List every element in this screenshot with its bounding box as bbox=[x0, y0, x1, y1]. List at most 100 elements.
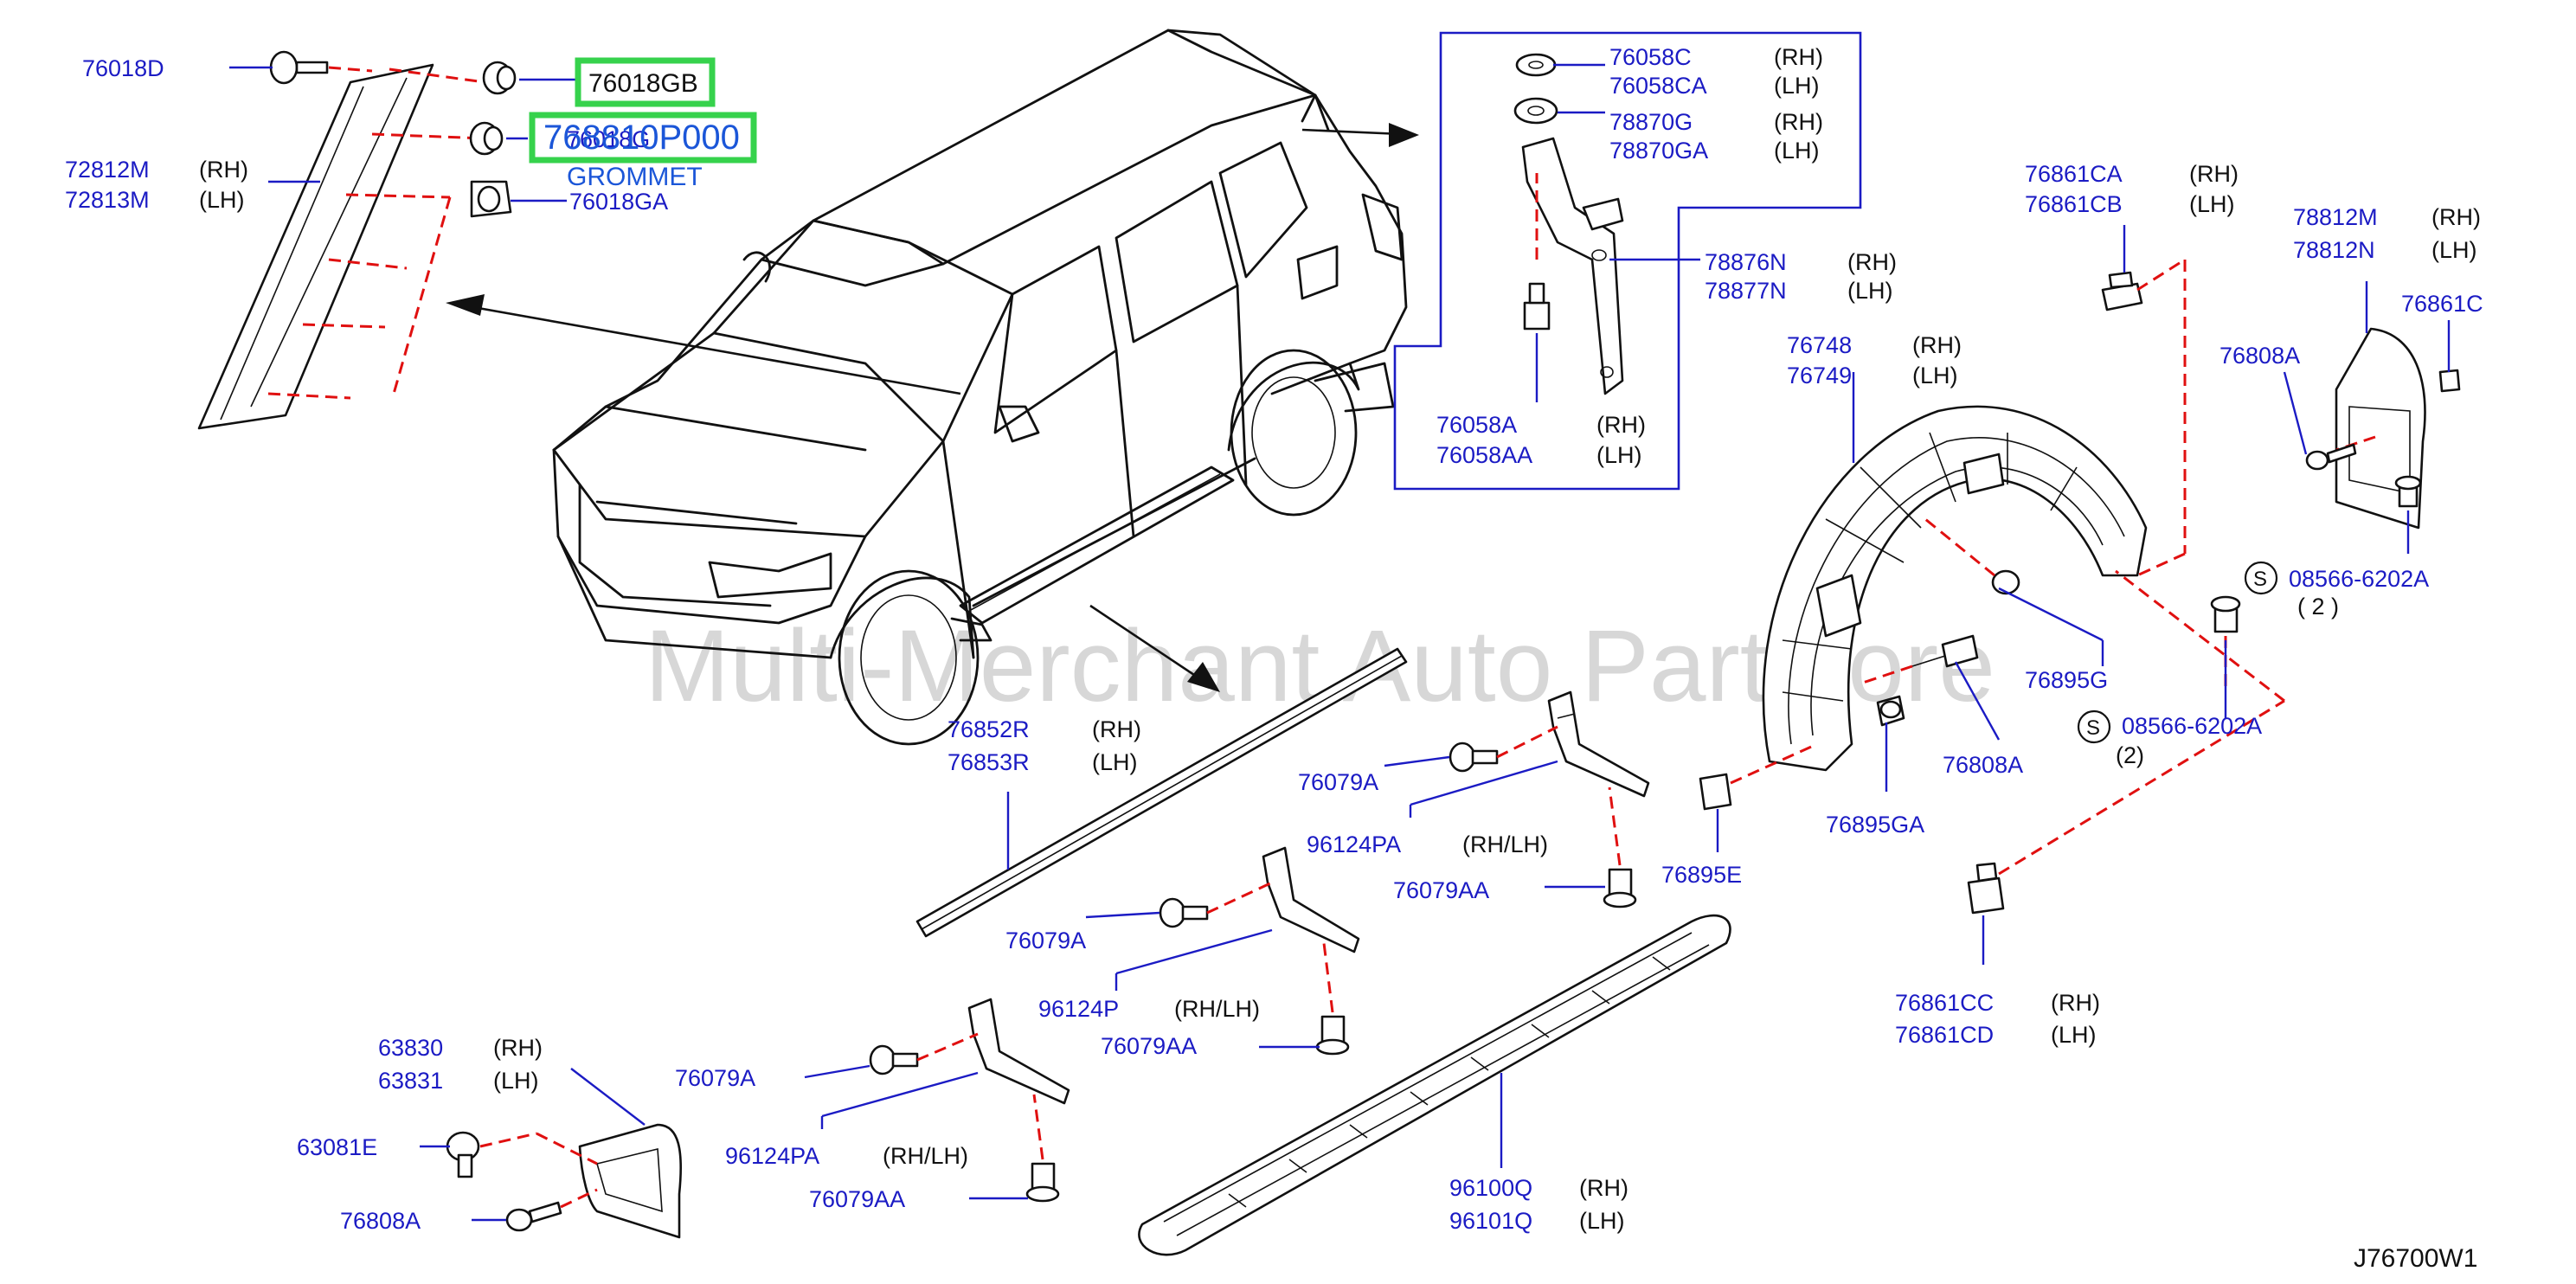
label-76808A-right: 76808A bbox=[2219, 343, 2300, 369]
label-76861C: 76861C bbox=[2401, 291, 2483, 317]
suffix-rh: (RH) bbox=[1092, 716, 1141, 742]
suffix-rhlh: (RH/LH) bbox=[1462, 831, 1548, 857]
suffix-rh: (RH) bbox=[1774, 44, 1823, 70]
label-96100Q: 96100Q bbox=[1449, 1175, 1532, 1201]
label-76895G: 76895G bbox=[2025, 667, 2108, 693]
label-76018G: 76018G bbox=[567, 126, 650, 152]
label-76749: 76749 bbox=[1787, 363, 1852, 388]
suffix-lh: (LH) bbox=[1774, 138, 1820, 164]
label-72813M: 72813M bbox=[65, 187, 150, 213]
mud-flap-78812M bbox=[2335, 327, 2461, 530]
label-78870GA: 78870GA bbox=[1609, 138, 1708, 164]
inset-box-bracket bbox=[1393, 31, 1862, 491]
label-78812N: 78812N bbox=[2293, 237, 2375, 263]
suffix-lh: (LH) bbox=[2051, 1022, 2097, 1048]
label-76853R: 76853R bbox=[948, 749, 1030, 775]
suffix-rh: (RH) bbox=[2051, 990, 2100, 1016]
fender-protector-76748 bbox=[1762, 405, 2148, 772]
screw-76808A-mid bbox=[1860, 634, 1979, 685]
suffix-lh: (LH) bbox=[1092, 749, 1138, 775]
label-96124PA-1: 96124PA bbox=[1307, 831, 1401, 857]
suffix-rh: (RH) bbox=[493, 1035, 543, 1061]
label-76079AA-1: 76079AA bbox=[1393, 877, 1489, 903]
label-72812M: 72812M bbox=[65, 157, 150, 183]
label-76861CB: 76861CB bbox=[2025, 191, 2123, 217]
label-63831: 63831 bbox=[378, 1068, 443, 1094]
suffix-rh: (RH) bbox=[1912, 332, 1962, 358]
suffix-lh: (LH) bbox=[199, 187, 245, 213]
label-76018GB[interactable]: 76018GB bbox=[588, 69, 698, 98]
label-grommet: GROMMET bbox=[567, 163, 703, 191]
label-78870G: 78870G bbox=[1609, 109, 1693, 135]
label-76895E: 76895E bbox=[1661, 862, 1742, 888]
label-76861CC: 76861CC bbox=[1895, 990, 1994, 1016]
label-76079A-2: 76079A bbox=[1005, 928, 1086, 953]
highlight-box-768810P000 bbox=[529, 112, 757, 164]
label-76808A-left: 76808A bbox=[340, 1208, 421, 1234]
label-63081E: 63081E bbox=[297, 1134, 377, 1160]
label-76852R: 76852R bbox=[948, 716, 1030, 742]
suffix-rhlh: (RH/LH) bbox=[883, 1143, 968, 1169]
label-78812M: 78812M bbox=[2293, 204, 2378, 230]
qty-2-a: ( 2 ) bbox=[2297, 594, 2339, 620]
label-63830: 63830 bbox=[378, 1035, 443, 1061]
label-76018D: 76018D bbox=[82, 55, 164, 81]
suffix-rhlh: (RH/LH) bbox=[1174, 996, 1260, 1022]
label-08566-6202A-b: 08566-6202A bbox=[2122, 713, 2262, 739]
label-76058AA: 76058AA bbox=[1436, 442, 1532, 468]
clip-76861CC bbox=[1967, 569, 2285, 915]
suffix-rh: (RH) bbox=[2431, 204, 2481, 230]
label-76861CA: 76861CA bbox=[2025, 161, 2123, 187]
label-76861CD: 76861CD bbox=[1895, 1022, 1994, 1048]
moulding-76852R bbox=[915, 647, 1408, 938]
label-76058CA: 76058CA bbox=[1609, 73, 1707, 99]
suffix-rh: (RH) bbox=[1579, 1175, 1628, 1201]
label-76079A-3: 76079A bbox=[675, 1065, 755, 1091]
label-96124P: 96124P bbox=[1038, 996, 1119, 1022]
clip-76895E bbox=[1699, 742, 1818, 811]
label-768810P000[interactable]: 768810P000 bbox=[543, 119, 740, 157]
symbol-s-circle bbox=[2244, 561, 2278, 595]
vehicle-illustration bbox=[552, 29, 1408, 746]
running-board-96100Q bbox=[1138, 914, 1731, 1256]
suffix-rh: (RH) bbox=[199, 157, 248, 183]
step-bracket-96124P bbox=[1159, 846, 1360, 1056]
pointer-arrows bbox=[446, 123, 1419, 692]
suffix-rh: (RH) bbox=[1847, 249, 1897, 275]
suffix-rh: (RH) bbox=[1596, 412, 1646, 438]
suffix-lh: (LH) bbox=[2189, 191, 2235, 217]
suffix-lh: (LH) bbox=[1774, 73, 1820, 99]
step-bracket-96124PA-2 bbox=[869, 998, 1070, 1203]
label-76895GA: 76895GA bbox=[1826, 812, 1924, 838]
screw-76808A-right bbox=[2305, 443, 2357, 471]
suffix-lh: (LH) bbox=[493, 1068, 539, 1094]
symbol-s-circle bbox=[2077, 709, 2111, 744]
suffix-rh: (RH) bbox=[1774, 109, 1823, 135]
label-76079AA-3: 76079AA bbox=[809, 1186, 905, 1212]
suffix-lh: (LH) bbox=[1912, 363, 1958, 388]
label-08566-6202A-a: 08566-6202A bbox=[2289, 566, 2429, 592]
highlight-box-76018GB bbox=[575, 57, 716, 107]
suffix-lh: (LH) bbox=[1596, 442, 1642, 468]
qty-2-b: (2) bbox=[2116, 742, 2144, 768]
suffix-lh: (LH) bbox=[1847, 278, 1893, 304]
label-96101Q: 96101Q bbox=[1449, 1208, 1532, 1234]
mud-guard-63830 bbox=[446, 1123, 682, 1239]
step-bracket-96124PA-1 bbox=[1449, 690, 1650, 908]
grommet-76018GB bbox=[482, 61, 517, 95]
symbol-s: S bbox=[2086, 716, 2100, 740]
clip-76861CA bbox=[2101, 258, 2187, 577]
label-76018GA: 76018GA bbox=[569, 189, 668, 215]
grommet-76018G bbox=[469, 121, 504, 156]
symbol-s: S bbox=[2253, 568, 2267, 591]
pillar-garnish-72812M bbox=[197, 63, 485, 430]
label-78877N: 78877N bbox=[1705, 278, 1787, 304]
grommet-76018GA bbox=[470, 180, 512, 218]
suffix-rh: (RH) bbox=[2189, 161, 2239, 187]
suffix-lh: (LH) bbox=[1579, 1208, 1625, 1234]
label-76058A: 76058A bbox=[1436, 412, 1517, 438]
label-76808A-mid: 76808A bbox=[1943, 752, 2023, 778]
bolt-mud-flap-right bbox=[2394, 475, 2422, 508]
